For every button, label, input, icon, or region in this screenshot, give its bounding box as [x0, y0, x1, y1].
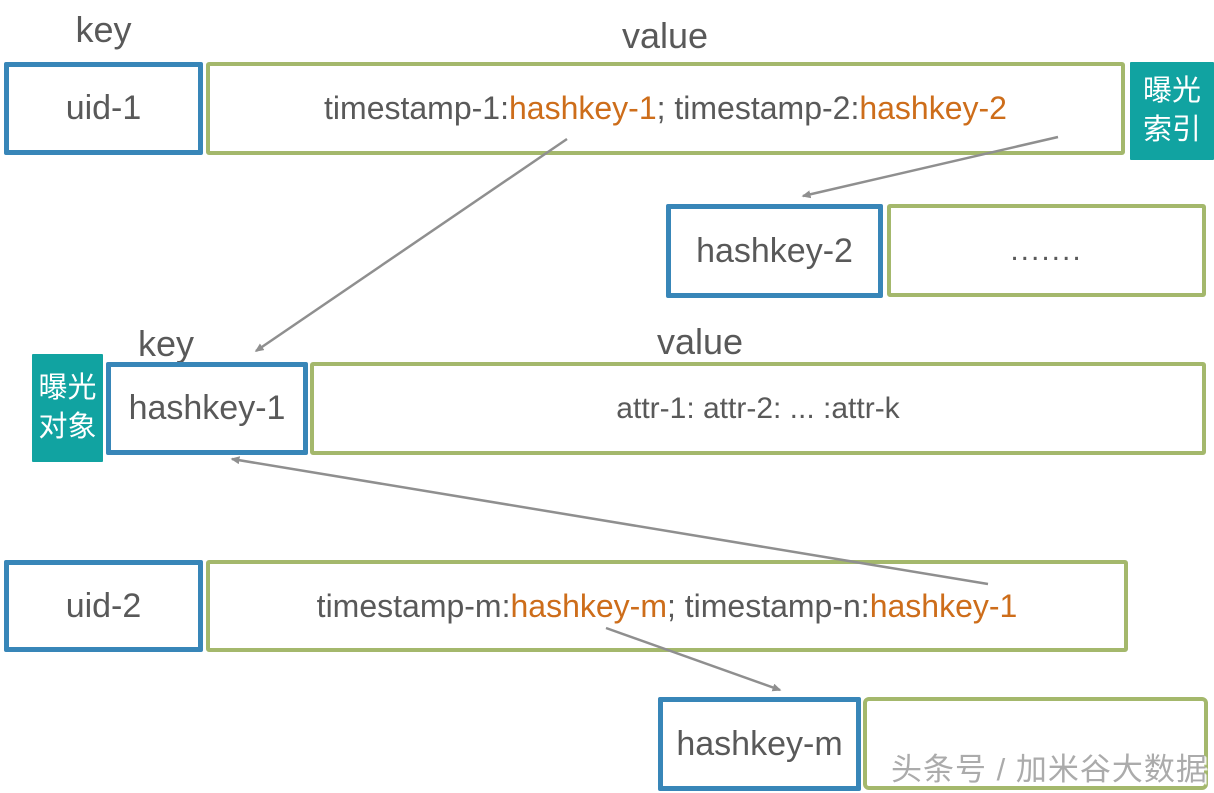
watermark: 头条号 / 加米谷大数据 [891, 752, 1208, 787]
uid-2-value-hashkeym: hashkey-m [510, 587, 667, 624]
uid-2-key-box: uid-2 [4, 560, 203, 652]
hashkey-1-value-text: attr-1: attr-2: ... :attr-k [616, 391, 900, 425]
exposure-object-badge-line1: 曝光 [38, 371, 97, 404]
hashkey-2-key-box: hashkey-2 [666, 204, 883, 298]
uid-1-value-box: timestamp-1:hashkey-1; timestamp-2:hashk… [206, 62, 1125, 155]
uid-1-key-box: uid-1 [4, 62, 203, 155]
key-label-mid: key [137, 323, 195, 364]
arrow-top-hashkey1-to-box [254, 137, 568, 353]
uid-1-value-seg1: timestamp-1: [324, 90, 509, 126]
uid-2-key-text: uid-2 [65, 586, 142, 625]
hashkey-1-value-box: attr-1: attr-2: ... :attr-k [310, 362, 1206, 455]
uid-1-value-seg2: ; timestamp-2: [656, 90, 860, 126]
value-label-mid: value [656, 321, 744, 362]
exposure-index-badge-line2: 索引 [1142, 114, 1201, 146]
hashkey-2-key-text: hashkey-2 [696, 231, 853, 270]
hashkey-2-value-dots: ....... [1010, 233, 1083, 267]
exposure-object-badge-line2: 对象 [38, 411, 97, 443]
uid-1-value-hashkey2: hashkey-2 [859, 90, 1007, 126]
key-label-top: key [75, 9, 132, 50]
exposure-index-badge-line1: 曝光 [1142, 74, 1201, 107]
uid-2-value-hashkey1: hashkey-1 [869, 587, 1018, 624]
uid-2-value-box: timestamp-m:hashkey-m; timestamp-n:hashk… [206, 560, 1128, 652]
hashkey-2-value-box: ....... [887, 204, 1206, 297]
hashkey-1-key-text: hashkey-1 [128, 389, 286, 427]
hashkey-m-key-text: hashkey-m [676, 724, 843, 763]
uid-1-key-text: uid-1 [65, 89, 142, 127]
exposure-object-badge: 曝光 对象 [32, 354, 103, 462]
uid-1-value-hashkey1: hashkey-1 [508, 90, 657, 126]
hashkey-m-key-box: hashkey-m [658, 697, 861, 791]
hashkey-m-value-box [863, 697, 1208, 790]
uid-2-value-seg2: ; timestamp-n: [666, 587, 870, 624]
hashkey-1-key-box: hashkey-1 [106, 362, 308, 455]
exposure-index-badge: 曝光 索引 [1130, 62, 1214, 160]
uid-2-value-seg1: timestamp-m: [316, 587, 511, 624]
value-label-top: value [621, 15, 709, 56]
